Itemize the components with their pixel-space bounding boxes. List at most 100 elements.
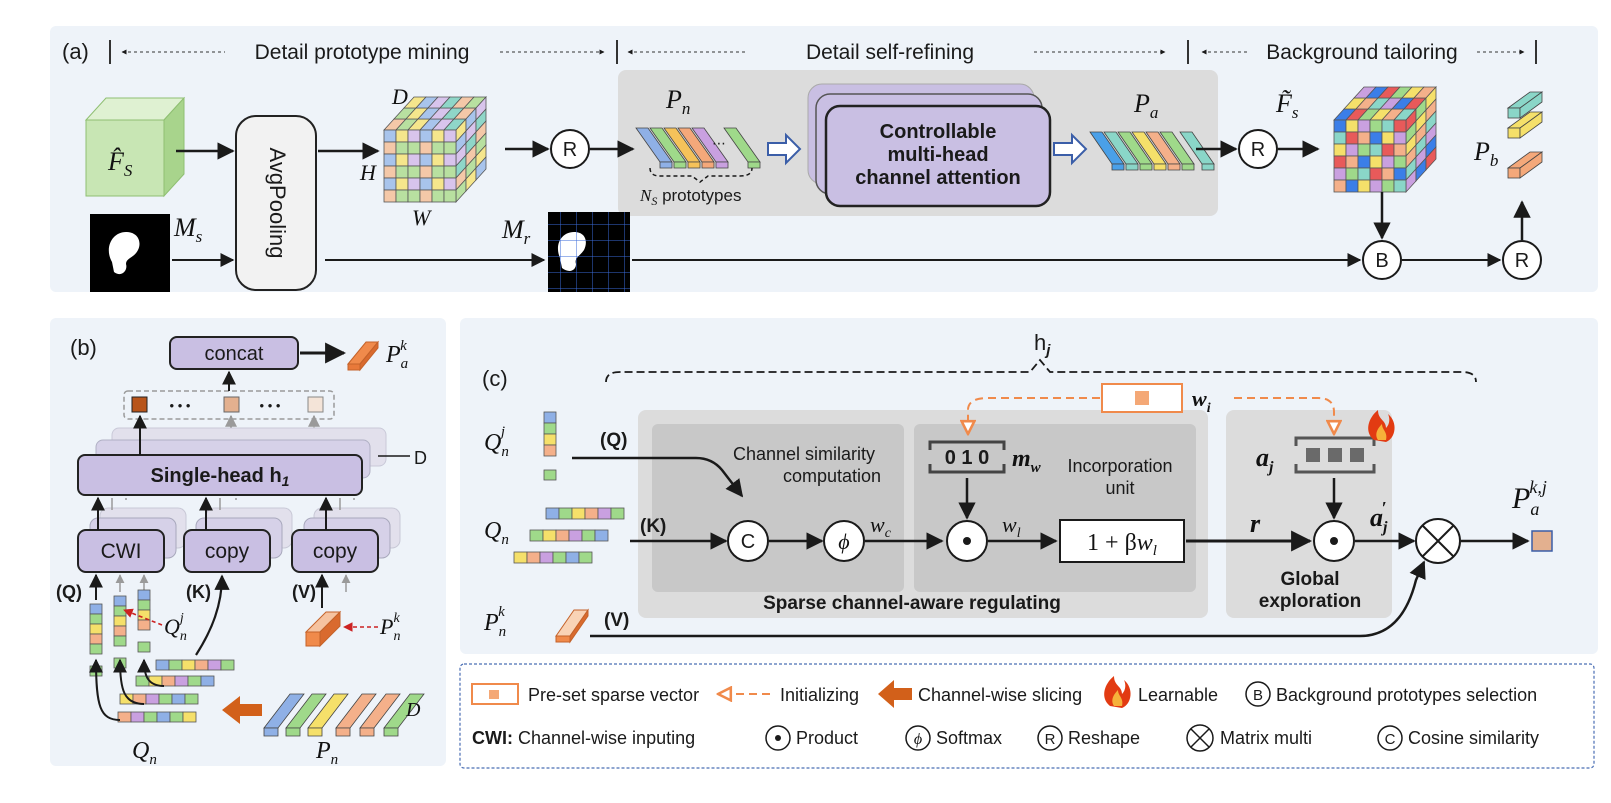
pn-bar-end (659, 161, 673, 169)
pn-bar-end (687, 161, 701, 169)
panel-a: (a) Detail prototype mining Detail self-… (50, 26, 1598, 292)
dim-h-label: H (359, 160, 377, 185)
pnk-label-b: Pnk (379, 611, 400, 644)
qn-slice-cell (220, 659, 235, 671)
box-to-head-gray-links (111, 498, 355, 510)
pnb-bar-front (285, 727, 301, 737)
qn-c-cell (555, 529, 570, 542)
legend-preset-label: Pre-set sparse vector (528, 685, 699, 705)
head-output-dots-2: • • • (260, 398, 281, 413)
dim-d-label-b: D (414, 448, 427, 468)
q-slice-cell (137, 619, 151, 631)
legend-cosine-symbol: C (1385, 731, 1396, 748)
qn-c-cell (542, 529, 557, 542)
fs-front-cell (1357, 167, 1371, 181)
hollow-arrow-2 (1053, 132, 1088, 166)
q-slice-tail (137, 641, 151, 653)
fs-front-cell (1345, 167, 1359, 181)
q-slice-cell (89, 633, 103, 645)
legend-flame-icon (1104, 676, 1131, 708)
pa-bar-end (1153, 163, 1167, 171)
aj-label: aj (1256, 443, 1274, 476)
q-slice-cell (113, 605, 127, 617)
pb-bar-side (1519, 151, 1543, 179)
grid-front-cell (395, 189, 409, 203)
qn-c-cell (565, 551, 580, 564)
qn-slice-cell (182, 711, 197, 723)
aj-learnable (1294, 436, 1376, 474)
fs-front-cell (1393, 131, 1407, 145)
grid-front-cell (407, 129, 421, 143)
k-label-b: (K) (186, 582, 211, 602)
grid-front-cell (383, 129, 397, 143)
fs-front-cell (1381, 143, 1395, 157)
grid-front-cell (431, 177, 445, 191)
chan-sim-label-2: computation (783, 466, 881, 486)
init-arrow-right (1234, 397, 1334, 434)
legend-matmul-cross (1190, 728, 1210, 748)
panel-c-tag: (c) (482, 366, 508, 391)
legend-bg-select-label: Background prototypes selection (1276, 685, 1537, 705)
panel-b: (b) concat Pak • • • • • • D Single-head… (50, 318, 446, 768)
pn-prototypes: ⋯ (635, 127, 761, 169)
fs-front-cell (1393, 167, 1407, 181)
pnk-input-bar (555, 608, 589, 644)
cosine-op-label: C (741, 531, 755, 553)
grid-front-cell (407, 141, 421, 155)
grid-front-cell (431, 141, 445, 155)
pn-label: Pn (665, 85, 690, 118)
arrow-qn-to-copy1 (195, 574, 230, 656)
grid-front-cell (443, 177, 457, 191)
q-slice-cell (89, 623, 103, 635)
chan-sim-label-1: Channel similarity (733, 444, 875, 464)
grid-front-cell (431, 165, 445, 179)
formula-label: 1 + βwl (1087, 530, 1157, 559)
qn-input-stack (513, 507, 625, 564)
qn-slice-cell (156, 711, 171, 723)
pak-bar (346, 340, 380, 372)
legend-slicing-label: Channel-wise slicing (918, 685, 1082, 705)
grid-front-cell (419, 153, 433, 167)
concat-label: concat (205, 343, 264, 365)
qn-c-cell (526, 551, 541, 564)
legend-cwi-desc: Channel-wise inputing (518, 728, 695, 748)
qn-c-cell (610, 507, 625, 520)
ns-label: NS prototypes (639, 186, 741, 208)
arrow-q-to-cos (572, 456, 744, 498)
qn-c-cell (597, 507, 612, 520)
grid-front-cell (407, 189, 421, 203)
hollow-arrow-1 (767, 132, 802, 166)
sparse-label: Sparse channel-aware regulating (763, 593, 1061, 614)
panel-a-tag: (a) (62, 39, 89, 64)
grid-front-cell (443, 189, 457, 203)
box-to-head-links (91, 496, 333, 530)
qn-c-cell (578, 551, 593, 564)
q-label-b: (Q) (56, 582, 82, 602)
wi-sparse-cell (1135, 391, 1149, 405)
pb-prototypes (1506, 91, 1544, 179)
qn-c-cell (568, 529, 583, 542)
qn-mid-bracket (113, 658, 145, 705)
fs-front-cell (1357, 131, 1371, 145)
fs-front-cell (1357, 179, 1371, 193)
qn-c-cell (552, 551, 567, 564)
q-slice-cell (89, 603, 103, 615)
legend-preset-cell (489, 690, 499, 699)
qn-c-cell (584, 507, 599, 520)
bg-select-op (1362, 240, 1402, 280)
pn-bar-end (701, 161, 715, 169)
fs-front-cell (1393, 179, 1407, 193)
pnk-label-c: Pnk (483, 604, 506, 640)
fs-front-cell (1393, 143, 1407, 157)
fs-front-cell (1369, 155, 1383, 169)
fs-front-cell (1357, 119, 1371, 133)
grid-front-cell (443, 165, 457, 179)
fs-front-cell (1369, 131, 1383, 145)
legend-slicing-icon (878, 680, 912, 708)
slicing-arrow (222, 696, 262, 724)
grid-front-cell (407, 153, 421, 167)
q-slice-cell (113, 615, 127, 627)
fs-front-cell (1369, 167, 1383, 181)
q-slice-cell (137, 609, 151, 621)
fs-front-cell (1357, 143, 1371, 157)
